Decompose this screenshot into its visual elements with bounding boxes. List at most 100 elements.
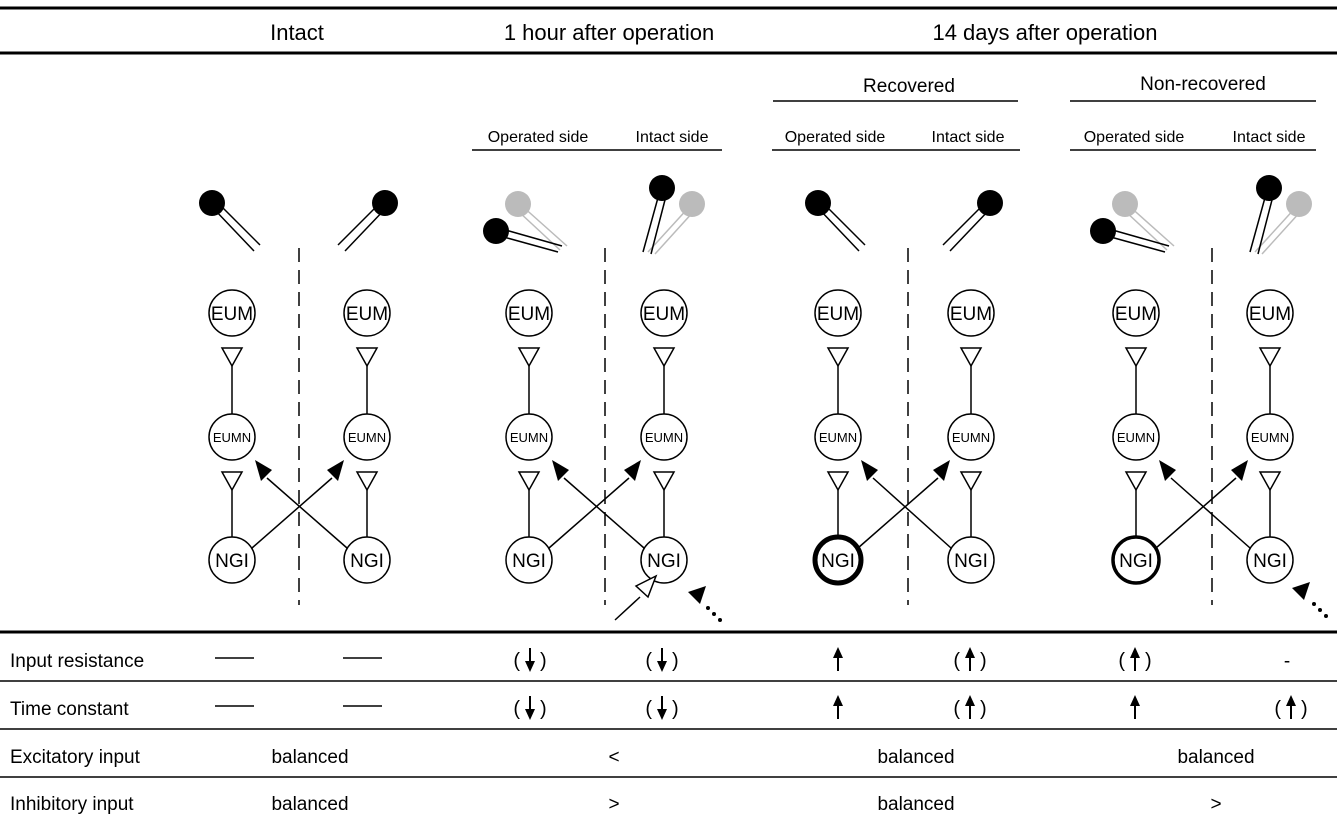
subheader-non-operated: Operated side [1084, 129, 1185, 146]
svg-text:): ) [980, 698, 987, 720]
eumn-label: EUMN [1251, 430, 1289, 445]
svg-text:): ) [980, 650, 987, 672]
statocyst-right [337, 190, 398, 252]
circuit-one-hour: EUM EUMN NGI EUM EUMN NGI [483, 175, 722, 622]
eum-neuron [640, 289, 688, 337]
statocyst-right-displaced [642, 175, 705, 255]
header-non-recovered: Non-recovered [1140, 74, 1266, 95]
svg-text:): ) [1145, 650, 1152, 672]
circuit-intact: EUM EUMN NGI EUM EUMN NGI [199, 190, 398, 605]
eumn-label: EUMN [645, 430, 683, 445]
row-label-input-resistance: Input resistance [10, 651, 144, 672]
svg-text:): ) [540, 650, 547, 672]
excitatory-synapse [355, 471, 379, 492]
statocyst-right-displaced [1249, 175, 1312, 255]
svg-text:(: ( [953, 650, 960, 672]
excitatory-synapse [355, 347, 379, 368]
statocyst-left [199, 190, 261, 252]
neuron-column-left: EUM EUMN NGI [505, 289, 553, 584]
decrease-arrow-paren: ( ) [645, 647, 679, 673]
svg-text:(: ( [513, 650, 520, 672]
eum-neuron [1112, 289, 1160, 337]
excitatory-synapse [1258, 347, 1282, 368]
eumn-label: EUMN [510, 430, 548, 445]
eumn-neuron [1246, 413, 1294, 461]
eum-neuron [814, 289, 862, 337]
ngi-neuron [208, 536, 256, 584]
excitatory-synapse [1124, 471, 1148, 492]
excitatory-non-recovered: balanced [1177, 747, 1254, 768]
statocyst-left-displaced [483, 191, 568, 253]
excitatory-recovered: balanced [877, 747, 954, 768]
increase-arrow [1129, 694, 1141, 720]
excitatory-synapse [220, 471, 244, 492]
eum-label: EUM [1115, 304, 1157, 325]
svg-text:(: ( [953, 698, 960, 720]
eum-neuron [208, 289, 256, 337]
ngi-label: NGI [954, 551, 988, 572]
excitatory-synapse [1124, 347, 1148, 368]
eum-label: EUM [817, 304, 859, 325]
ngi-neuron-enhanced [1111, 535, 1161, 585]
svg-text:(: ( [645, 650, 652, 672]
svg-text:): ) [540, 698, 547, 720]
eum-neuron [505, 289, 553, 337]
eum-label: EUM [643, 304, 685, 325]
excitatory-synapse [826, 347, 850, 368]
cross-connections [1155, 460, 1251, 549]
cross-connections [251, 460, 348, 549]
row-label-time-constant: Time constant [10, 699, 129, 720]
ngi-label: NGI [350, 551, 384, 572]
inhibitory-non-recovered: > [1210, 794, 1221, 815]
increase-arrow-paren: ( ) [1118, 646, 1152, 672]
eumn-neuron [343, 413, 391, 461]
eumn-label: EUMN [819, 430, 857, 445]
extra-synapses [614, 574, 722, 622]
eumn-neuron [947, 413, 995, 461]
subheader-rec-operated: Operated side [785, 129, 886, 146]
decrease-arrow-paren: ( ) [513, 695, 547, 721]
neuron-column-right: EUM EUMN NGI [1246, 289, 1294, 584]
increase-arrow [832, 646, 844, 672]
eum-neuron [947, 289, 995, 337]
inhibitory-recovered: balanced [877, 794, 954, 815]
svg-text:): ) [1301, 698, 1308, 720]
inhibitory-intact: balanced [271, 794, 348, 815]
svg-text:(: ( [645, 698, 652, 720]
ngi-label: NGI [821, 551, 855, 572]
ngi-label: NGI [215, 551, 249, 572]
svg-text:(: ( [513, 698, 520, 720]
ngi-label: NGI [1253, 551, 1287, 572]
eum-label: EUM [211, 304, 253, 325]
excitatory-synapse [959, 471, 983, 492]
svg-text:(: ( [1118, 650, 1125, 672]
eumn-neuron [505, 413, 553, 461]
neuron-column-right: EUM EUMN NGI [343, 289, 391, 584]
row-label-inhibitory-input: Inhibitory input [10, 794, 134, 815]
increase-arrow-paren: ( ) [953, 646, 987, 672]
cross-connections [548, 460, 645, 549]
neuron-column-left: EUM EUMN NGI [1111, 289, 1161, 585]
inhibitory-one-hour: > [608, 794, 619, 815]
header-recovered: Recovered [863, 76, 955, 97]
eumn-label: EUMN [1117, 430, 1155, 445]
excitatory-synapse [959, 347, 983, 368]
eumn-neuron [814, 413, 862, 461]
neuron-column-right: EUM EUMN NGI [640, 289, 688, 584]
excitatory-synapse [1258, 471, 1282, 492]
decrease-arrow-paren: ( ) [513, 647, 547, 673]
eum-label: EUM [346, 304, 388, 325]
eumn-neuron [208, 413, 256, 461]
neuron-column-left: EUM EUMN NGI [208, 289, 256, 584]
eum-neuron [1246, 289, 1294, 337]
increase-arrow-paren: ( ) [953, 694, 987, 720]
excitatory-synapse [517, 471, 541, 492]
ngi-neuron [947, 536, 995, 584]
statocyst-left-displaced [1090, 191, 1175, 253]
increase-arrow-paren: ( ) [1274, 694, 1308, 720]
eum-label: EUM [508, 304, 550, 325]
extra-synapses [1292, 582, 1328, 618]
circuit-recovered: EUM EUMN NGI EUM EUMN NGI [805, 190, 1003, 605]
excitatory-one-hour: < [608, 747, 619, 768]
